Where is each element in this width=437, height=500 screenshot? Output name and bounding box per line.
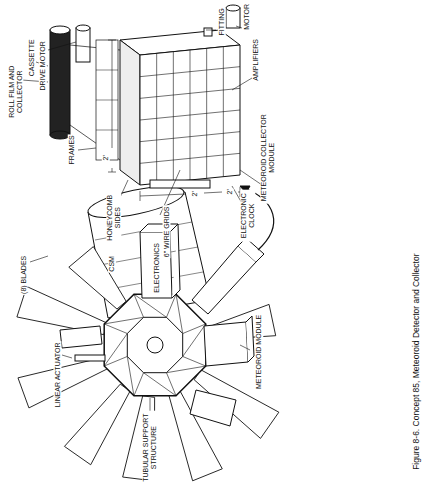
- part-label: CASSETTE: [27, 39, 35, 78]
- part-label: ELECTRONICS: [153, 242, 161, 294]
- part-label: 6" WIRE GRIDS: [162, 206, 170, 259]
- strut: [104, 334, 127, 367]
- part-label: (8) BLADES: [20, 255, 28, 295]
- leader-lines: [22, 26, 262, 418]
- strut: [176, 294, 183, 333]
- part-label: HONEYCOMB SIDES: [106, 191, 121, 245]
- strut: [127, 356, 134, 395]
- strut: [183, 356, 206, 366]
- part-label: METEOROID COLLECTOR MODULE: [260, 112, 275, 204]
- strut: [144, 373, 177, 396]
- motor: [204, 5, 240, 36]
- wire-grid: [206, 48, 207, 178]
- dimension-lines: [108, 40, 240, 201]
- part-label: MOTOR: [243, 3, 251, 31]
- wire-grid: [140, 132, 240, 142]
- strut: [104, 317, 143, 324]
- part-label: TUBULAR SUPPORT STRUCTURE: [142, 411, 157, 485]
- blade: [64, 384, 130, 465]
- part-label: LINEAR ACTUATOR: [53, 342, 61, 409]
- blade: [69, 247, 126, 309]
- part-label: ELECTRONIC CLOCK: [240, 190, 255, 242]
- strut: [104, 324, 127, 334]
- blade: [18, 357, 108, 408]
- part-label: METEOROID MODULE: [255, 314, 263, 390]
- electronics-strip: [150, 180, 210, 188]
- part-label: DRIVE MOTOR: [39, 40, 47, 91]
- part-label: 2': [102, 154, 110, 161]
- linear-actuator: [75, 355, 105, 361]
- strut: [134, 373, 144, 396]
- part-label: ROLL FILM AND COLLECTOR: [8, 60, 23, 124]
- collector-module-box: [120, 30, 240, 188]
- wire-grid: [223, 47, 224, 177]
- part-label: 2': [191, 190, 199, 197]
- cassette: [50, 25, 120, 160]
- part-label: AMPLIFIERS: [252, 38, 260, 82]
- part-label: 2': [226, 188, 234, 195]
- wire-grid: [140, 110, 240, 120]
- part-label: CSM: [108, 255, 116, 273]
- strut: [166, 366, 205, 373]
- part-label: FITTING: [218, 7, 226, 36]
- part-label: FRAMES: [68, 134, 76, 165]
- wire-grid: [140, 153, 240, 163]
- figure-caption: Figure 8-6. Concept 85, Meteoroid Detect…: [411, 253, 420, 471]
- strut: [183, 324, 206, 357]
